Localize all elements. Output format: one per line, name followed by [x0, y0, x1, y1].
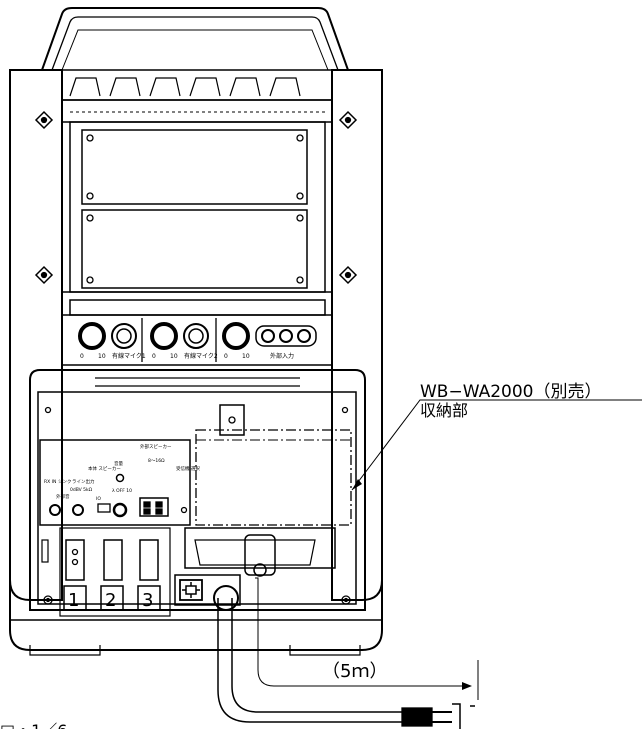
knob3-label: 外部入力 — [270, 352, 294, 360]
knob-mic2-volume[interactable] — [150, 322, 178, 350]
callout: WB−WA2000（別売） 収納部 — [351, 382, 642, 491]
knob-ext-volume[interactable] — [222, 322, 250, 350]
slot-2[interactable] — [103, 539, 123, 581]
cabinet-outline — [9, 69, 383, 656]
scale-note: □・1／6 — [0, 721, 67, 729]
power-plug — [401, 707, 433, 727]
knob3-scale-min: 0 — [224, 353, 228, 360]
label-line-out: ライン出力 — [72, 478, 95, 485]
slot-1[interactable] — [65, 539, 85, 581]
knob1-scale-max: 10 — [98, 353, 106, 360]
slot-2-label: 2 — [105, 590, 116, 611]
knob-mic1-volume[interactable] — [78, 322, 106, 350]
label-ext-speaker: 外部スピーカー — [140, 443, 172, 450]
callout-storage: 収納部 — [420, 401, 468, 420]
label-sync: シンク — [58, 479, 72, 485]
label-rx-in: RX IN — [44, 479, 56, 485]
label-tuner: 受信機 選択 — [176, 465, 200, 472]
knob1-label: 有線マイク1 — [112, 352, 146, 360]
label-impedance: 8〜16Ω — [148, 458, 165, 464]
knob2-scale-max: 10 — [170, 353, 178, 360]
top-grille — [61, 69, 333, 123]
terminal-panel: RX IN シンク ライン出力 0dBV 5kΩ 本体 スピーカー 音量 λ O… — [39, 439, 200, 526]
knob2-scale-min: 0 — [152, 353, 156, 360]
side-bolts — [34, 110, 358, 285]
knob1-scale-min: 0 — [80, 353, 84, 360]
storage-bay — [174, 404, 352, 606]
knob3-scale-max: 10 — [242, 353, 250, 360]
knob2-label: 有線マイク2 — [184, 352, 218, 360]
label-speaker: 本体 スピーカー — [88, 465, 121, 472]
label-sub-in: 外部音 — [56, 493, 70, 500]
cord-length-label: （5ｍ） — [322, 661, 387, 682]
slot-1-label: 1 — [68, 590, 79, 611]
label-line-out-spec: 0dBV 5kΩ — [70, 487, 93, 493]
slot-3-label: 3 — [142, 590, 153, 611]
receiver-slots: 1 2 3 — [41, 527, 171, 617]
label-volume: 音量 — [114, 460, 123, 467]
knob-mic1-jack — [111, 323, 137, 349]
slot-3[interactable] — [139, 539, 159, 581]
label-switch-scale: IO — [96, 496, 101, 502]
lower-compartment — [29, 369, 366, 611]
dimension-line: （5ｍ） — [255, 577, 479, 700]
control-strip: 0 10 有線マイク1 0 10 有線マイク2 0 10 外部入力 — [61, 314, 333, 366]
knob-mic2-jack — [183, 323, 209, 349]
carrying-handle — [41, 7, 349, 71]
module-slot-panels — [62, 121, 332, 316]
power-cord — [213, 585, 475, 729]
callout-model: WB−WA2000（別売） — [420, 382, 602, 402]
label-volume-scale: λ OFF 10 — [112, 488, 132, 494]
